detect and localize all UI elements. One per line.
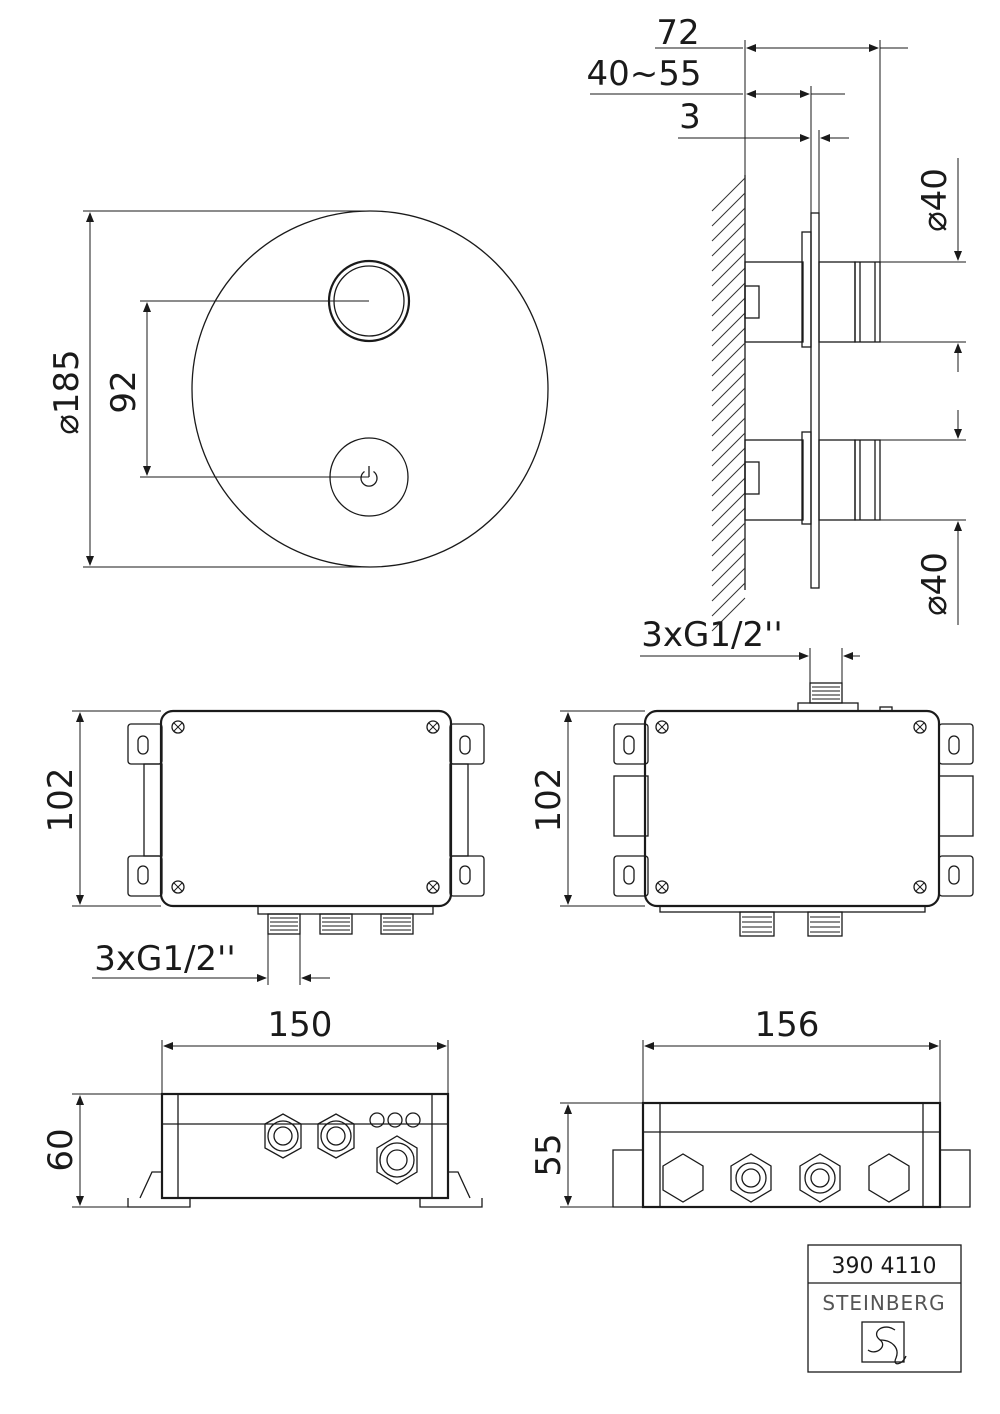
hatch-line	[711, 297, 746, 332]
dim-box-right-height: 102	[529, 768, 569, 833]
hatch-line	[711, 522, 746, 557]
hatch-line	[711, 327, 746, 362]
side-knob-top	[744, 231, 881, 348]
dim-front-spacing: 92	[104, 370, 144, 413]
hatch-line	[711, 402, 746, 437]
hatch-line	[711, 417, 746, 452]
box-bottom-right-body	[641, 1101, 942, 1209]
hatch-line	[711, 282, 746, 317]
hatch-line	[711, 537, 746, 572]
box-right-body	[643, 709, 941, 908]
side-cover-plate	[810, 212, 820, 589]
dim-bottom-left-height: 60	[41, 1128, 81, 1171]
hatch-line	[711, 372, 746, 407]
dim-front-diameter: ⌀185	[47, 349, 87, 434]
hatch-line	[711, 207, 746, 242]
dim-box-right-thread: 3xG1/2''	[641, 615, 783, 655]
dim-knob-bottom-diameter: ⌀40	[915, 552, 955, 616]
hatch-line	[711, 357, 746, 392]
screw-icon	[655, 720, 927, 894]
dim-knob-top-diameter: ⌀40	[915, 168, 955, 232]
box-front-left: 102 3xG1/2''	[41, 709, 485, 985]
hatch-line	[711, 237, 746, 272]
box-bottom-right: 156 55	[529, 1005, 971, 1209]
hatch-line	[711, 222, 746, 257]
box-left-fittings	[257, 905, 434, 935]
dim-box-left-height: 102	[41, 768, 81, 833]
box-right-top-fitting	[797, 682, 893, 712]
brand-logo-icon	[861, 1321, 907, 1365]
hatch-line	[711, 192, 746, 227]
hatch-line	[711, 432, 746, 467]
hatch-line	[711, 177, 746, 212]
hatch-line	[711, 477, 746, 512]
box-bottom-left: 150 60	[41, 1005, 483, 1208]
brand-name: STEINBERG	[822, 1291, 945, 1315]
hatch-line	[711, 387, 746, 422]
cover-plate-outline	[191, 210, 549, 568]
hatch-line	[711, 252, 746, 287]
wall-hatch	[711, 175, 746, 632]
article-number: 390 4110	[832, 1254, 937, 1279]
hatch-line	[711, 492, 746, 527]
dim-side-depth: 72	[656, 13, 699, 53]
hatch-line	[711, 507, 746, 542]
cable-gland-icon	[264, 1112, 421, 1185]
screw-icon	[171, 720, 440, 894]
hatch-line	[711, 552, 746, 587]
box-bottom-left-body	[160, 1092, 450, 1200]
dim-bottom-right-width: 156	[755, 1005, 820, 1045]
hatch-line	[711, 342, 746, 377]
side-knob-bottom	[744, 431, 881, 525]
power-icon	[360, 466, 378, 487]
hatch-line	[711, 447, 746, 482]
hatch-line	[711, 312, 746, 347]
dim-box-left-thread: 3xG1/2''	[94, 939, 236, 979]
hatch-line	[711, 462, 746, 497]
box-front-right: 102 3xG1/2''	[529, 615, 974, 937]
hatch-line	[711, 567, 746, 602]
front-view: ⌀185 92	[47, 210, 549, 568]
dim-bottom-left-width: 150	[268, 1005, 333, 1045]
dim-bottom-right-height: 55	[529, 1133, 569, 1176]
hatch-line	[711, 267, 746, 302]
dim-side-plate: 3	[679, 97, 701, 137]
box-left-body	[159, 709, 453, 908]
cable-gland-icon	[662, 1153, 910, 1203]
side-view: 72 40~55 3 ⌀40 ⌀40	[586, 13, 966, 632]
hatch-line	[711, 582, 746, 617]
dim-side-adjust: 40~55	[586, 54, 701, 94]
title-block: 390 4110 STEINBERG	[807, 1244, 962, 1373]
hatch-line	[711, 597, 746, 632]
box-right-fittings	[659, 905, 926, 937]
